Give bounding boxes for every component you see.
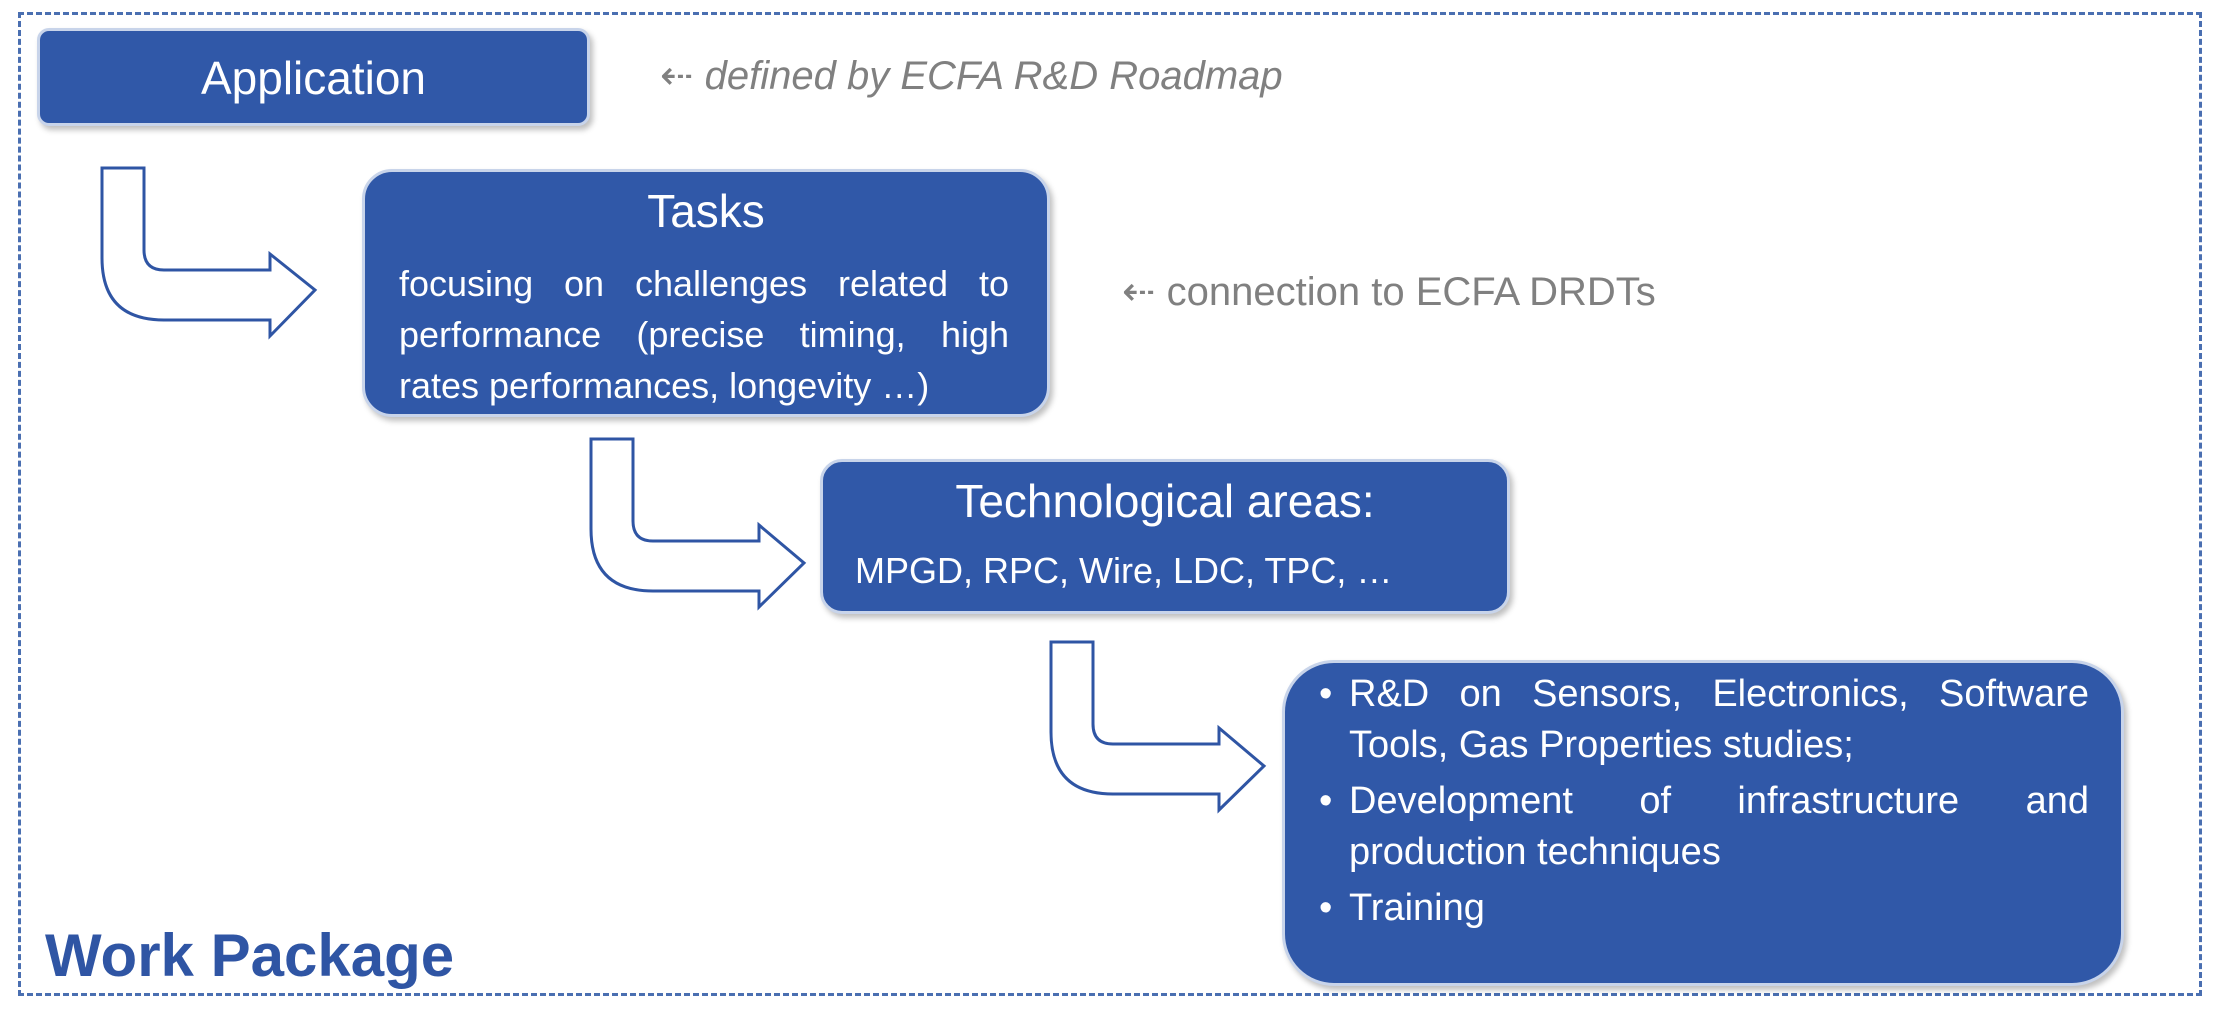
technological-areas-list: MPGD, RPC, Wire, LDC, TPC, … [855, 550, 1393, 591]
arrow-tasks-to-tech-areas [589, 437, 807, 611]
work-package-frame [18, 12, 2202, 996]
work-package-label: Work Package [45, 922, 455, 989]
activity-text: Training [1349, 887, 1485, 929]
bullet-icon: • [1319, 780, 1333, 822]
bullet-icon: • [1319, 887, 1333, 929]
application-title: Application [200, 52, 427, 104]
bullet-icon: • [1319, 673, 1333, 715]
drdt-note: ⇠ connection to ECFA DRDTs [1122, 270, 1656, 314]
roadmap-note: ⇠ defined by ECFA R&D Roadmap [660, 54, 1283, 98]
list-item: • Development of infrastructure and prod… [1319, 776, 2089, 878]
technological-areas-box: Technological areas: MPGD, RPC, Wire, LD… [820, 459, 1510, 614]
tasks-box: Tasks focusing on challenges related to … [362, 169, 1050, 417]
list-item: • R&D on Sensors, Electronics, Software … [1319, 669, 2089, 771]
tasks-description: focusing on challenges related to perfor… [399, 263, 1009, 406]
list-item: • Training [1319, 883, 2089, 934]
activities-list: • R&D on Sensors, Electronics, Software … [1319, 669, 2089, 939]
arrow-application-to-tasks [100, 166, 318, 340]
activity-text: Development of infrastructure and produc… [1349, 780, 2089, 873]
tasks-title: Tasks [647, 185, 765, 237]
activity-text: R&D on Sensors, Electronics, Software To… [1349, 673, 2089, 766]
technological-areas-title: Technological areas: [955, 475, 1375, 527]
activities-box: • R&D on Sensors, Electronics, Software … [1282, 660, 2124, 986]
application-box: Application [37, 28, 590, 126]
arrow-tech-areas-to-activities [1049, 640, 1267, 814]
